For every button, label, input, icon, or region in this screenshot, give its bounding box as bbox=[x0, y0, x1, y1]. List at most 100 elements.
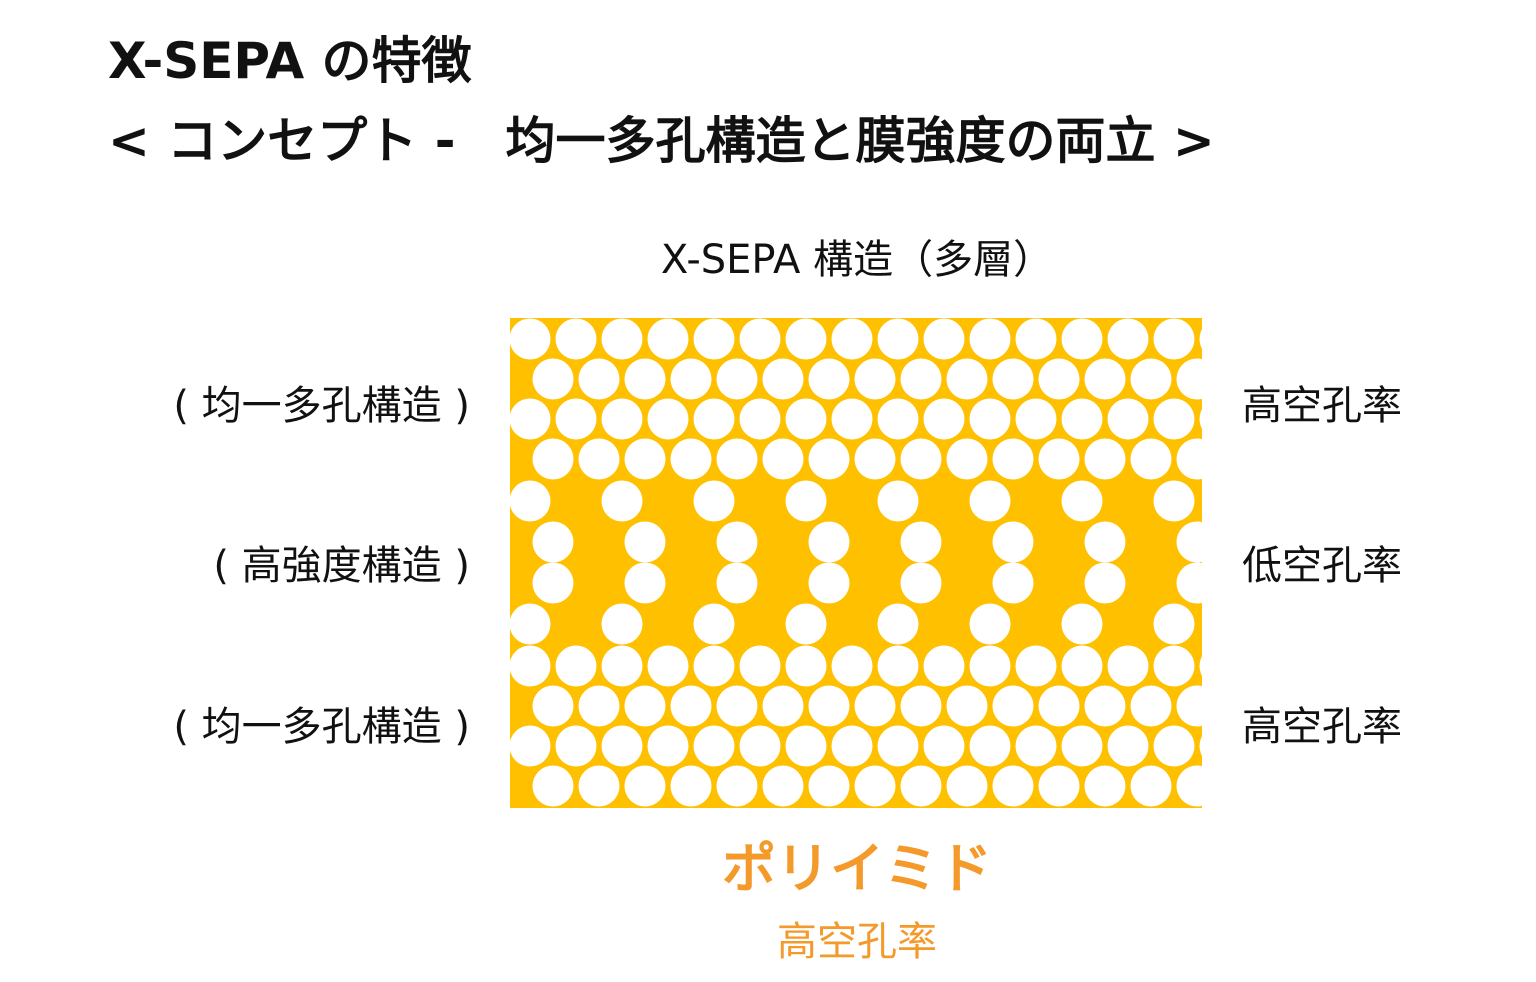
pore bbox=[762, 765, 804, 807]
pore bbox=[808, 438, 850, 480]
pore bbox=[946, 685, 988, 727]
pore bbox=[1199, 656, 1202, 676]
pore bbox=[624, 521, 666, 563]
pore bbox=[716, 685, 758, 727]
pore bbox=[532, 765, 574, 807]
pore bbox=[739, 645, 781, 687]
pore bbox=[1176, 765, 1202, 807]
pore bbox=[578, 358, 620, 400]
pore bbox=[808, 562, 850, 604]
pore bbox=[1176, 438, 1202, 480]
pore bbox=[1130, 765, 1172, 807]
pore bbox=[1084, 765, 1126, 807]
pore bbox=[785, 645, 827, 687]
pore bbox=[808, 765, 850, 807]
pore bbox=[785, 398, 827, 440]
diagram-title: X-SEPA 構造（多層） bbox=[660, 237, 1054, 283]
pore bbox=[1176, 521, 1202, 563]
pore bbox=[739, 318, 781, 360]
pore bbox=[1107, 398, 1149, 440]
pore bbox=[716, 358, 758, 400]
pore bbox=[1084, 438, 1126, 480]
pore bbox=[1061, 480, 1103, 522]
pore bbox=[510, 398, 551, 440]
material-name: ポリイミド bbox=[722, 837, 992, 900]
pore bbox=[877, 603, 919, 645]
pore bbox=[532, 562, 574, 604]
pore bbox=[1130, 685, 1172, 727]
pore bbox=[510, 645, 551, 687]
pore bbox=[785, 318, 827, 360]
pore bbox=[854, 685, 896, 727]
pore bbox=[1038, 765, 1080, 807]
pore bbox=[946, 765, 988, 807]
pore bbox=[1015, 318, 1057, 360]
pore bbox=[1038, 685, 1080, 727]
layer-structure-label-top: ( 均一多孔構造 ) bbox=[173, 383, 470, 429]
pore bbox=[992, 685, 1034, 727]
pore bbox=[992, 562, 1034, 604]
pore bbox=[716, 562, 758, 604]
pore bbox=[900, 765, 942, 807]
pore bbox=[900, 358, 942, 400]
pore bbox=[900, 521, 942, 563]
pore bbox=[693, 318, 735, 360]
pore bbox=[1176, 358, 1202, 400]
pore bbox=[532, 358, 574, 400]
pore bbox=[578, 438, 620, 480]
pore bbox=[900, 685, 942, 727]
pore bbox=[808, 358, 850, 400]
pore bbox=[532, 685, 574, 727]
pore bbox=[877, 645, 919, 687]
pore bbox=[854, 358, 896, 400]
pore bbox=[1038, 438, 1080, 480]
pore bbox=[716, 438, 758, 480]
pore bbox=[1061, 645, 1103, 687]
pore bbox=[624, 685, 666, 727]
pore bbox=[1153, 725, 1195, 767]
pore bbox=[946, 358, 988, 400]
layer-porosity-label-top: 高空孔率 bbox=[1242, 383, 1402, 429]
pore bbox=[877, 318, 919, 360]
pore bbox=[647, 398, 689, 440]
pore bbox=[1084, 521, 1126, 563]
pore bbox=[1176, 685, 1202, 727]
pore bbox=[510, 480, 551, 522]
pore bbox=[555, 645, 597, 687]
pore bbox=[1107, 725, 1149, 767]
pore bbox=[1061, 603, 1103, 645]
pore bbox=[900, 438, 942, 480]
pore bbox=[693, 603, 735, 645]
uniform-pore-layer-top bbox=[510, 318, 1202, 480]
pore bbox=[693, 398, 735, 440]
pore bbox=[601, 603, 643, 645]
pore bbox=[923, 398, 965, 440]
pore bbox=[969, 480, 1011, 522]
pore bbox=[923, 725, 965, 767]
pore bbox=[601, 398, 643, 440]
material-porosity: 高空孔率 bbox=[777, 919, 937, 965]
pore bbox=[647, 725, 689, 767]
pore bbox=[670, 438, 712, 480]
pore bbox=[854, 765, 896, 807]
pore bbox=[762, 438, 804, 480]
pore bbox=[877, 480, 919, 522]
pore bbox=[510, 318, 551, 360]
pore bbox=[969, 645, 1011, 687]
pore bbox=[578, 765, 620, 807]
pore bbox=[831, 645, 873, 687]
pore bbox=[1130, 438, 1172, 480]
pore bbox=[877, 398, 919, 440]
pore bbox=[1061, 318, 1103, 360]
pore bbox=[923, 645, 965, 687]
layer-porosity-label-middle: 低空孔率 bbox=[1242, 543, 1402, 589]
pore bbox=[624, 562, 666, 604]
pore bbox=[1015, 645, 1057, 687]
pore bbox=[1084, 358, 1126, 400]
layer-porosity-label-bottom: 高空孔率 bbox=[1242, 704, 1402, 750]
pore bbox=[1038, 358, 1080, 400]
pore bbox=[969, 398, 1011, 440]
pore bbox=[1107, 645, 1149, 687]
pore bbox=[1153, 603, 1195, 645]
